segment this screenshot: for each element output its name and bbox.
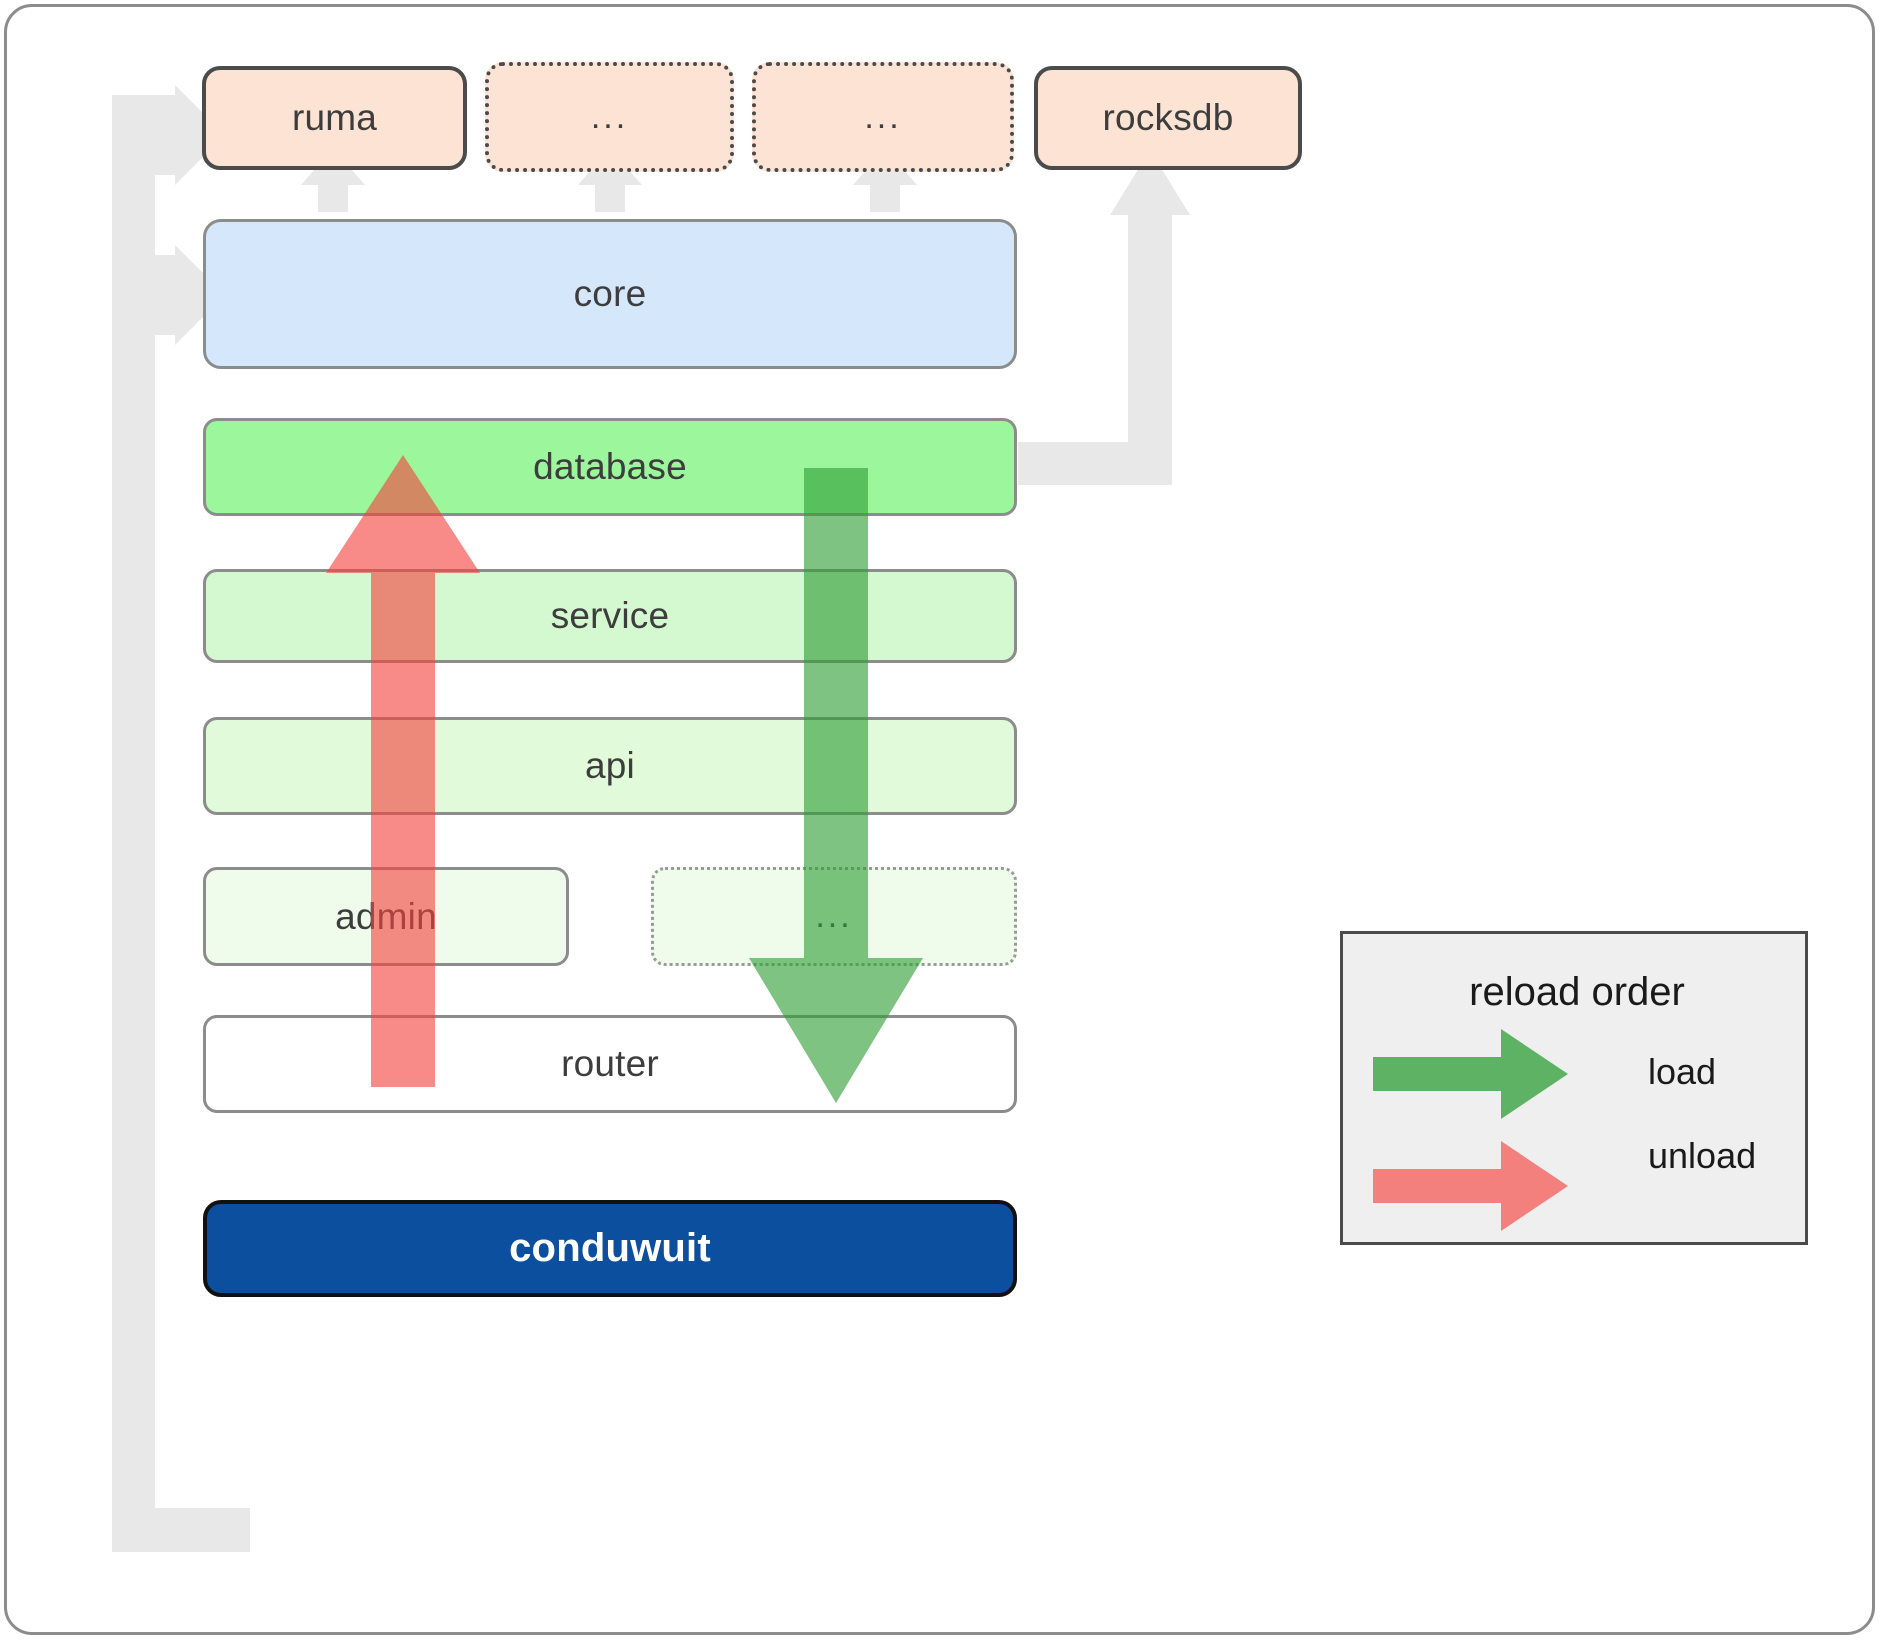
legend-title: reload order (1469, 970, 1685, 1014)
node-ruma-label: ruma (291, 97, 378, 138)
node-conduwuit[interactable]: conduwuit (203, 1200, 1017, 1297)
node-core[interactable]: core (203, 219, 1017, 369)
node-ruma[interactable]: ruma (202, 66, 467, 170)
legend-arrow-swatches (1373, 1029, 1568, 1231)
node-admin[interactable]: admin (203, 867, 569, 966)
node-module-placeholder[interactable]: ... (651, 867, 1017, 966)
node-dependency-placeholder-1[interactable]: ... (485, 62, 734, 172)
node-module-placeholder-label: ... (815, 897, 853, 935)
node-service-label: service (550, 595, 670, 636)
node-dependency-placeholder-1-label: ... (590, 97, 629, 136)
node-router[interactable]: router (203, 1015, 1017, 1113)
legend-unload-label: unload (1648, 1135, 1757, 1176)
node-router-label: router (561, 1043, 659, 1084)
node-database[interactable]: database (203, 418, 1017, 516)
node-api-label: api (585, 745, 635, 786)
node-conduwuit-label: conduwuit (509, 1226, 711, 1270)
node-service[interactable]: service (203, 569, 1017, 663)
node-api[interactable]: api (203, 717, 1017, 815)
node-admin-label: admin (335, 895, 437, 937)
node-dependency-placeholder-2-label: ... (864, 97, 902, 136)
node-database-label: database (533, 446, 687, 487)
node-rocksdb[interactable]: rocksdb (1034, 66, 1302, 170)
node-dependency-placeholder-2[interactable]: ... (752, 62, 1014, 172)
legend-load-arrow-icon (1373, 1029, 1568, 1119)
node-rocksdb-label: rocksdb (1102, 97, 1234, 138)
node-core-label: core (573, 273, 647, 314)
legend-unload-arrow-icon (1373, 1141, 1568, 1231)
legend-panel: reload order load unload (1340, 931, 1808, 1245)
legend-load-label: load (1648, 1051, 1717, 1092)
